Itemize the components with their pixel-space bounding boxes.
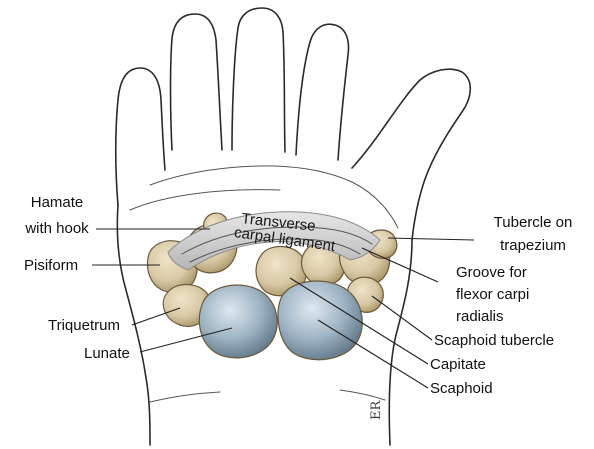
middle-finger (232, 8, 285, 152)
label-hamate-line1: Hamate (31, 194, 84, 211)
thumb (352, 69, 470, 240)
artist-signature: ER (369, 400, 384, 420)
thenar-crease (352, 182, 398, 228)
label-scaphoid-tubercle: Scaphoid tubercle (434, 332, 554, 349)
little-finger (116, 68, 165, 205)
palm-crease-proximal (130, 190, 280, 210)
label-pisiform: Pisiform (24, 257, 78, 274)
label-lunate: Lunate (84, 345, 130, 362)
palm-crease-distal (150, 166, 352, 185)
label-groove-line2: flexor carpi (456, 286, 529, 303)
label-scaphoid: Scaphoid (430, 380, 493, 397)
scaphoid-bone (278, 281, 362, 360)
lunate-bone (199, 285, 277, 358)
wrist-crease (150, 392, 220, 402)
ring-finger (171, 14, 223, 150)
leader-tubercle-trapezium (388, 238, 474, 240)
label-groove-line1: Groove for (456, 264, 527, 281)
wrist-crease-right (340, 390, 385, 400)
leader-scaphoid-tubercle (372, 296, 432, 340)
index-finger (296, 24, 348, 160)
label-tubercle-trapezium-line2: trapezium (500, 237, 566, 254)
label-triquetrum: Triquetrum (48, 317, 120, 334)
label-groove-line3: radialis (456, 308, 504, 325)
label-hamate-line2: with hook (24, 220, 89, 237)
label-tubercle-trapezium-line1: Tubercle on (494, 214, 573, 231)
label-capitate: Capitate (430, 356, 486, 373)
